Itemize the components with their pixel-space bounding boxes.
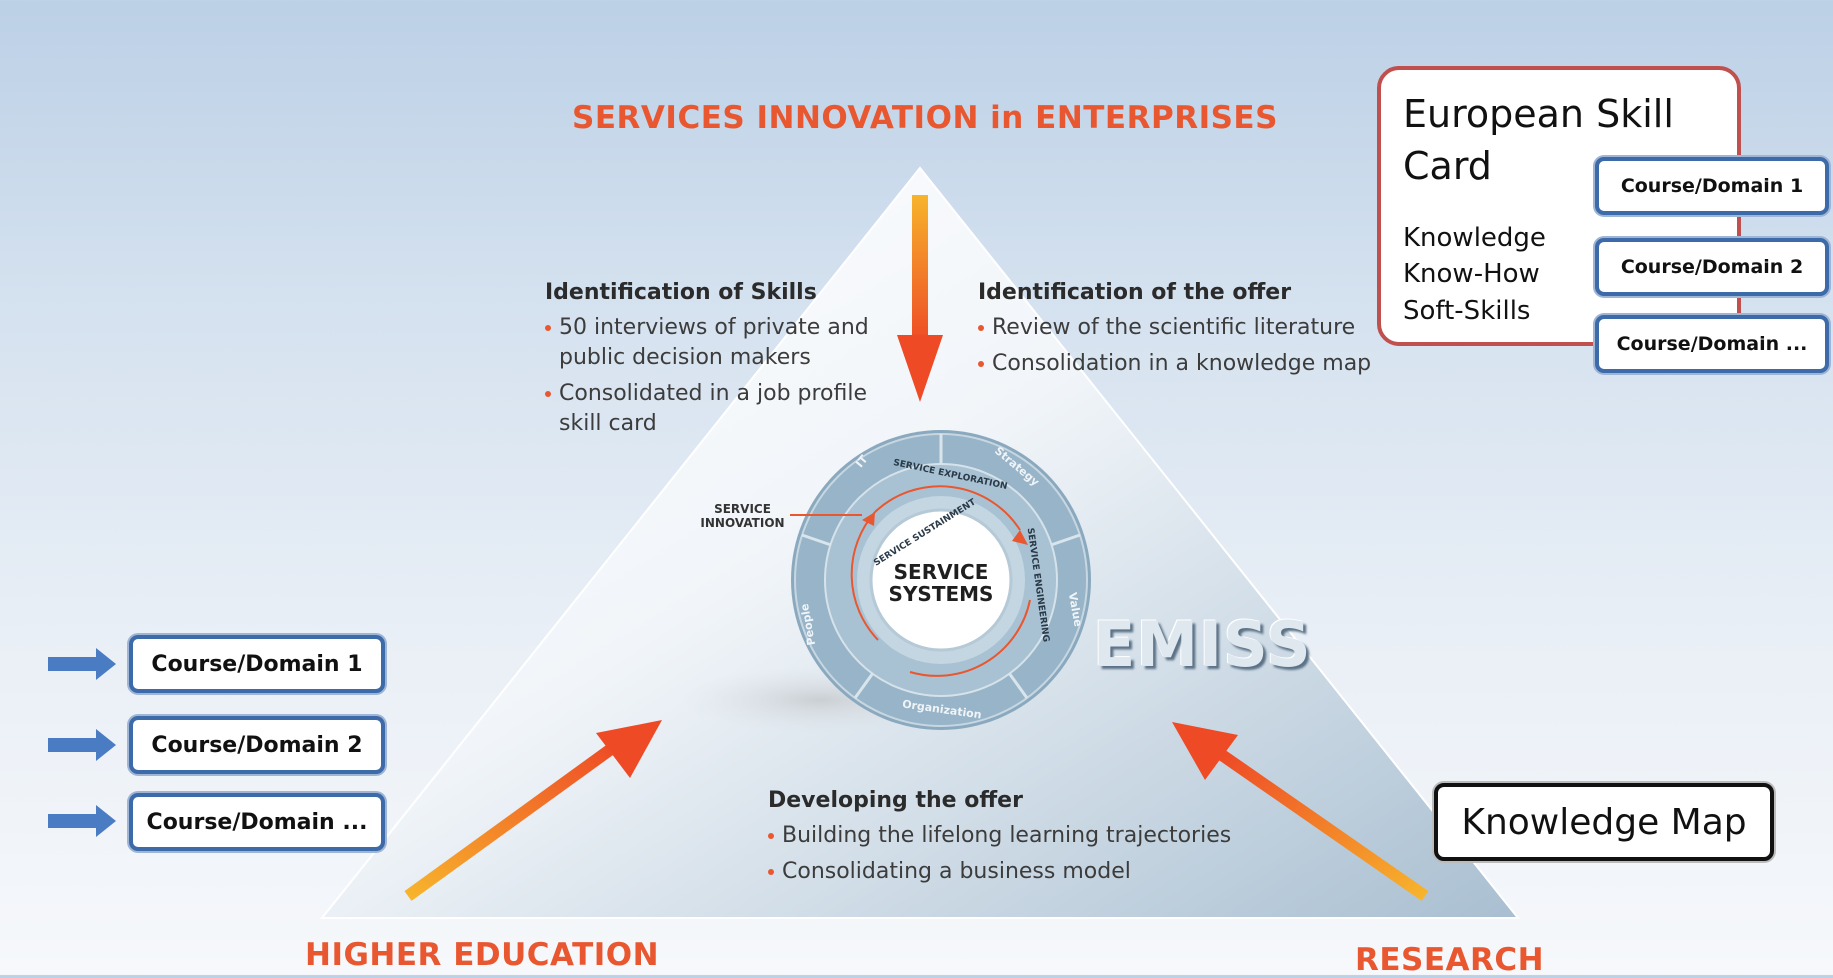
service-systems-label: SERVICE SYSTEMS (888, 560, 994, 606)
section-title: Identification of the offer (978, 280, 1292, 305)
developing-offer-section: Developing the offer Building the lifelo… (768, 788, 1268, 893)
list-item: Consolidation in a knowledge map (978, 349, 1398, 379)
higher-education-label: HIGHER EDUCATION (305, 937, 660, 973)
list-item: 50 interviews of private and public deci… (545, 313, 875, 373)
list-item: Consolidated in a job profile skill card (545, 379, 875, 439)
research-label: RESEARCH (1355, 942, 1545, 978)
skill-card-title: European Skill Card (1403, 92, 1674, 188)
skill-card-item: Knowledge (1403, 223, 1546, 253)
right-course-domain-1: Course/Domain 1 (1595, 157, 1829, 215)
right-course-domain-2: Course/Domain 2 (1595, 238, 1829, 296)
right-course-domain-more: Course/Domain ... (1595, 315, 1829, 373)
skill-card (1377, 66, 1741, 346)
left-course-domain-1: Course/Domain 1 (129, 635, 385, 693)
identification-skills-section: Identification of Skills 50 interviews o… (545, 280, 875, 445)
list-item: Review of the scientific literature (978, 313, 1398, 343)
knowledge-map-box: Knowledge Map (1434, 783, 1774, 861)
section-title: Identification of Skills (545, 280, 817, 305)
arrow-right-icon (48, 805, 116, 837)
list-item: Building the lifelong learning trajector… (768, 821, 1268, 851)
top-title: SERVICES INNOVATION in ENTERPRISES (572, 100, 1278, 136)
arrow-up-left-icon (1172, 722, 1429, 901)
service-innovation-label: SERVICE INNOVATION (700, 502, 785, 530)
skill-card-item: Soft-Skills (1403, 296, 1531, 326)
emiss-logo: EMISS (1093, 608, 1312, 681)
service-systems-wheel (790, 430, 1091, 730)
arrow-right-icon (48, 729, 116, 761)
arrow-up-right-icon (404, 720, 662, 901)
identification-offer-section: Identification of the offer Review of th… (978, 280, 1398, 385)
arrow-right-icon (48, 648, 116, 680)
list-item: Consolidating a business model (768, 857, 1268, 887)
left-course-domain-2: Course/Domain 2 (129, 716, 385, 774)
arrow-down-icon (897, 195, 943, 402)
section-title: Developing the offer (768, 788, 1023, 813)
skill-card-item: Know-How (1403, 259, 1540, 289)
left-course-domain-more: Course/Domain ... (129, 793, 385, 851)
